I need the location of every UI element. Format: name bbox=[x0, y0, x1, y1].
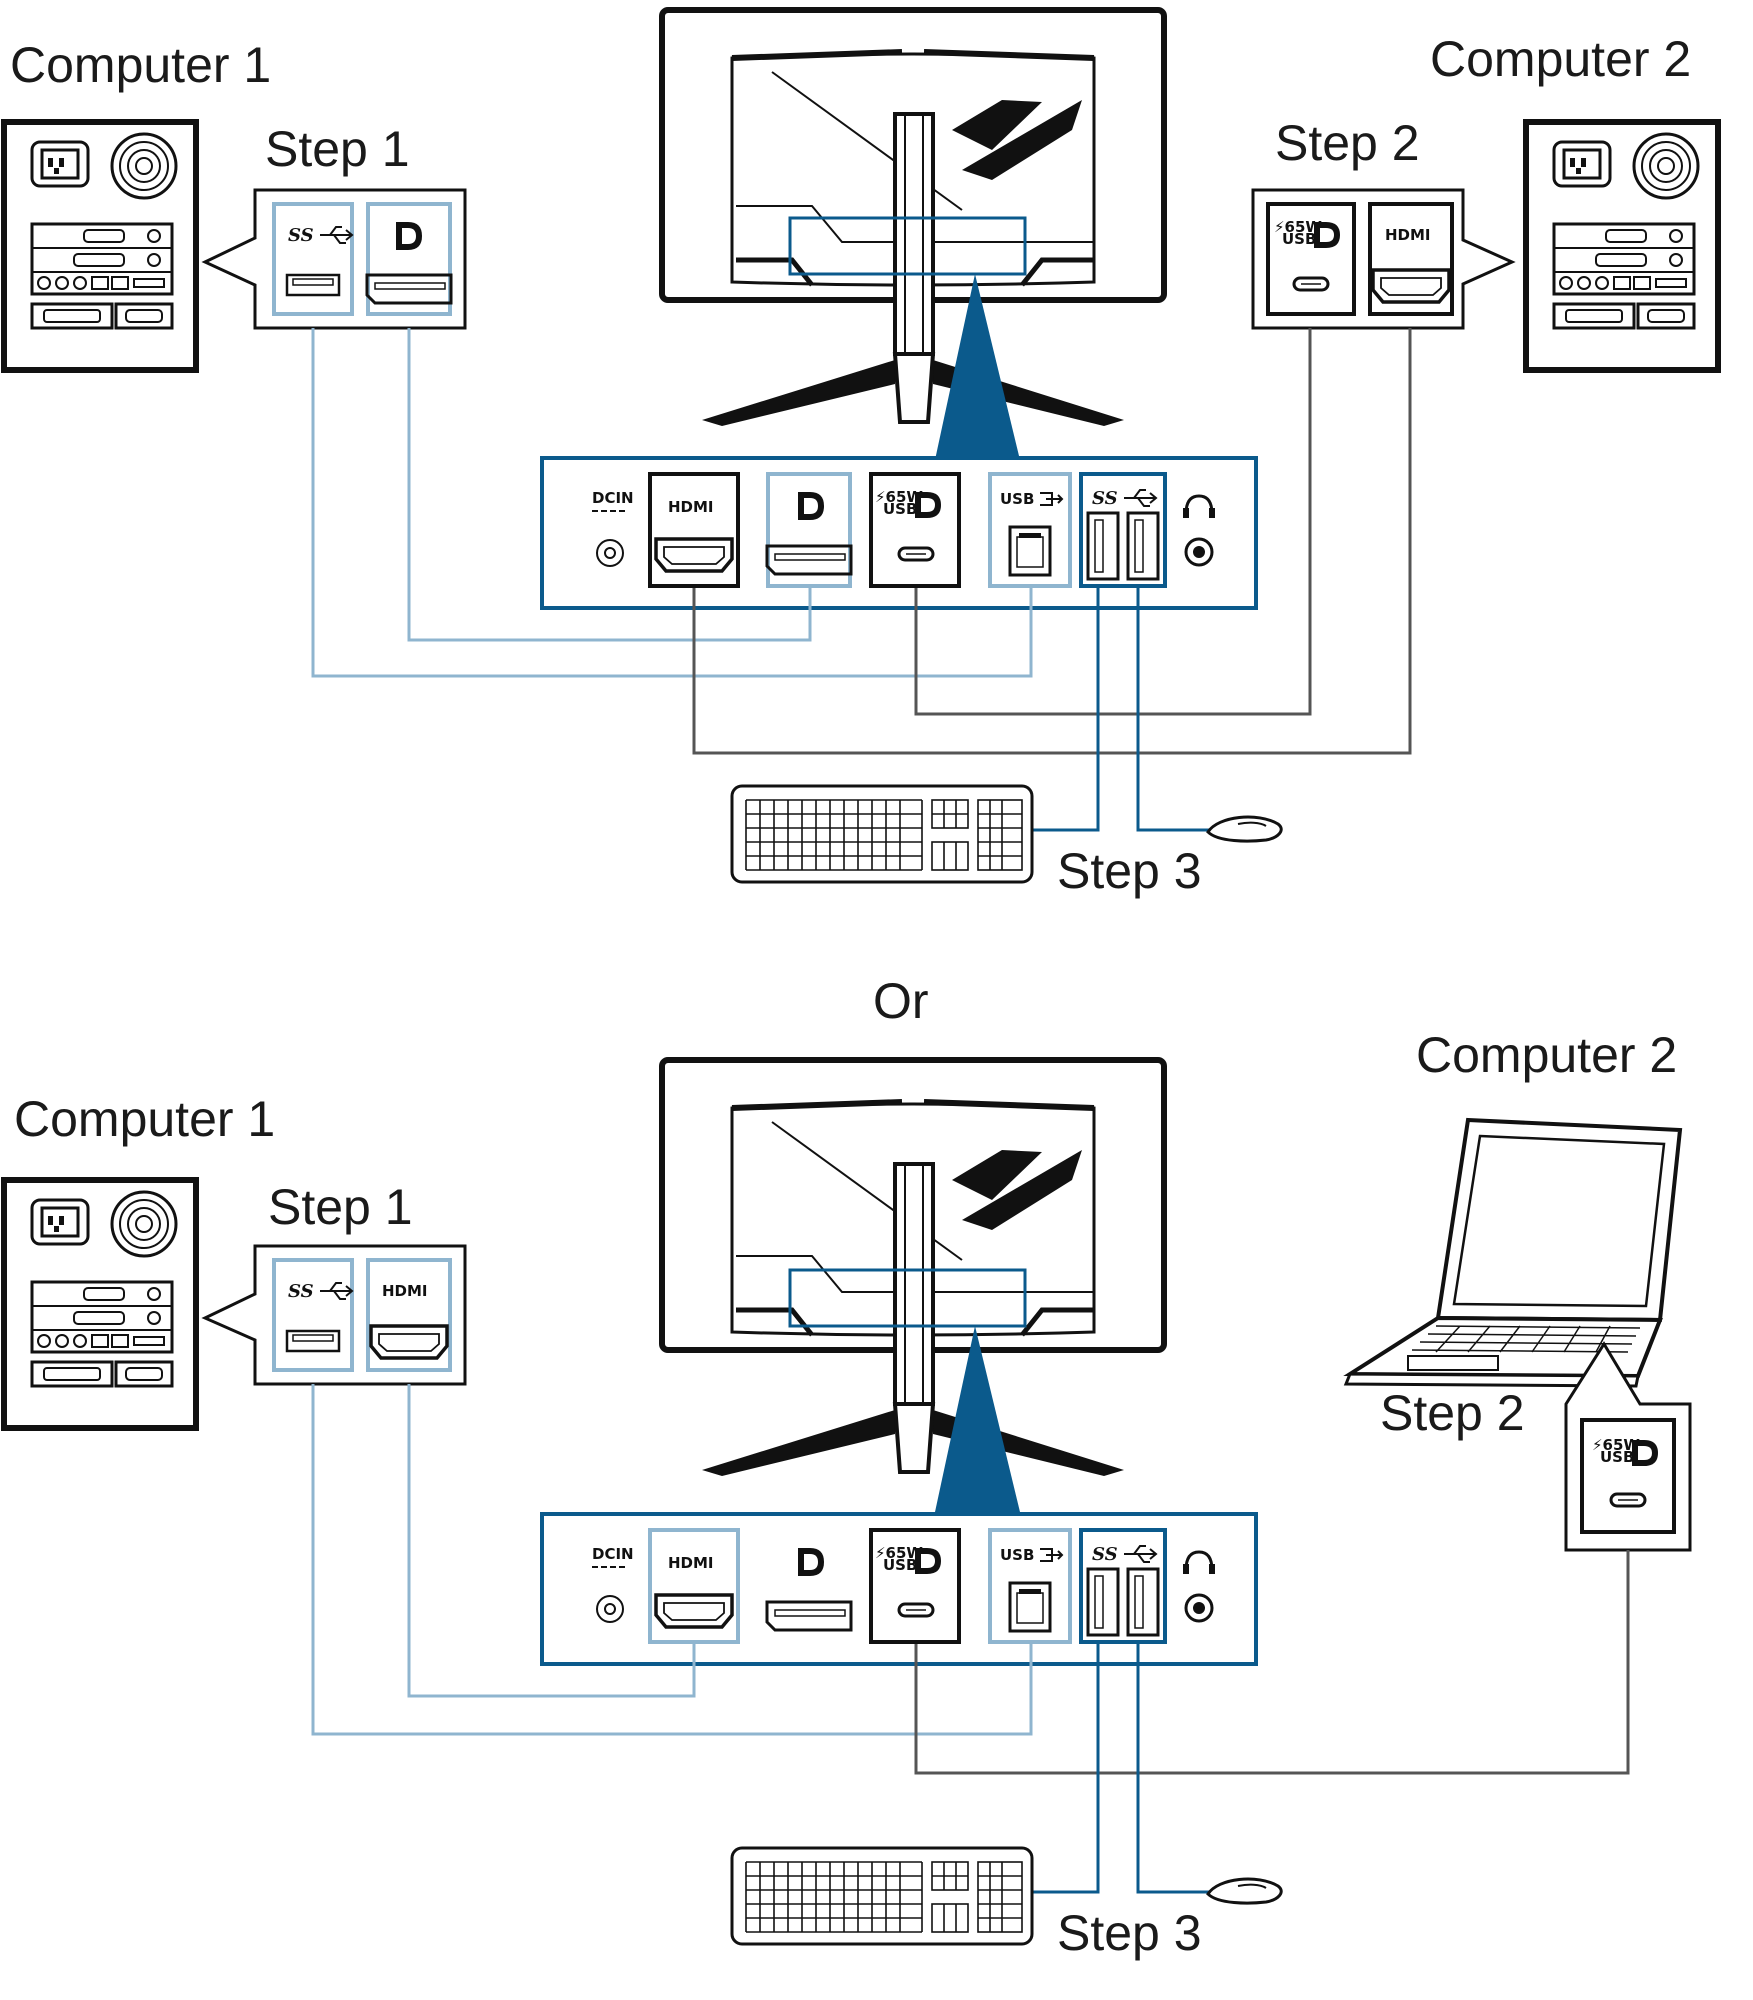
step3-label: Step 3 bbox=[1057, 1905, 1202, 1961]
headphone-icon bbox=[1184, 494, 1214, 515]
dcin-label: DCIN bbox=[592, 489, 634, 507]
desktop-computer-icon bbox=[4, 1180, 196, 1428]
hdmi-label: HDMI bbox=[1385, 226, 1431, 244]
desktop-computer-icon bbox=[1526, 122, 1718, 370]
computer2-label: Computer 2 bbox=[1430, 31, 1691, 87]
usb-c-dp-icon bbox=[875, 488, 941, 518]
usb-c-dp-icon bbox=[1274, 218, 1340, 248]
bottom-diagram: Computer 1 Computer 2 Step 1 Step 2 Step… bbox=[4, 1027, 1692, 1961]
computer1-label: Computer 1 bbox=[14, 1091, 275, 1147]
usb-port-icon bbox=[1086, 1567, 1120, 1637]
usb-port-icon bbox=[1126, 511, 1160, 581]
port-zoom-highlight bbox=[788, 216, 1027, 276]
computer1-label: Computer 1 bbox=[10, 37, 271, 93]
step2-label: Step 2 bbox=[1380, 1385, 1525, 1441]
step1-label: Step 1 bbox=[265, 121, 410, 177]
zoom-pointer bbox=[935, 274, 1020, 460]
displayport-icon bbox=[798, 1548, 824, 1576]
dc-in-icon bbox=[596, 1595, 624, 1623]
step1-label: Step 1 bbox=[268, 1179, 413, 1235]
dcin-label: DCIN bbox=[592, 1545, 634, 1563]
computer2-label: Computer 2 bbox=[1416, 1027, 1677, 1083]
usb-b-label: USB bbox=[1000, 1546, 1034, 1564]
step3-label: Step 3 bbox=[1057, 843, 1202, 899]
monitor-port-panel: DCIN HDMI USB bbox=[540, 1512, 1258, 1666]
step2-callout: HDMI bbox=[1251, 188, 1516, 330]
mouse-icon bbox=[1206, 815, 1283, 843]
monitor-port-panel: DCIN HDMI USB bbox=[540, 456, 1258, 610]
or-separator: Or bbox=[873, 973, 929, 1029]
keyboard-icon bbox=[730, 784, 1034, 884]
step1-callout: HDMI bbox=[201, 1244, 467, 1386]
dc-in-icon bbox=[596, 539, 624, 567]
usb-port-icon bbox=[1126, 1567, 1160, 1637]
hdmi-label: HDMI bbox=[668, 1554, 714, 1572]
cables bbox=[311, 1384, 1630, 1894]
usb-c-dp-icon bbox=[1592, 1436, 1658, 1466]
hdmi-label: HDMI bbox=[668, 498, 714, 516]
displayport-icon bbox=[396, 222, 422, 250]
hdmi-label: HDMI bbox=[382, 1282, 428, 1300]
headphone-icon bbox=[1184, 1550, 1214, 1571]
port-zoom-highlight bbox=[788, 1268, 1027, 1328]
keyboard-icon bbox=[730, 1846, 1034, 1946]
displayport-icon bbox=[798, 492, 824, 520]
step2-label: Step 2 bbox=[1275, 115, 1420, 171]
usb-upstream-icon bbox=[1040, 1548, 1064, 1562]
monitor-icon bbox=[662, 1060, 1164, 1476]
usb-c-dp-icon bbox=[875, 1544, 941, 1574]
usb-upstream-icon bbox=[1040, 492, 1064, 506]
mouse-icon bbox=[1206, 1877, 1283, 1905]
step1-callout bbox=[201, 188, 467, 330]
zoom-pointer bbox=[935, 1326, 1020, 1512]
desktop-computer-icon bbox=[4, 122, 196, 370]
usb-port-icon bbox=[1086, 511, 1120, 581]
top-diagram: Computer 1 Computer 2 Step 1 Step 2 Step… bbox=[4, 10, 1718, 899]
laptop-icon bbox=[1343, 1117, 1683, 1388]
cables bbox=[311, 328, 1412, 832]
step2-callout bbox=[1564, 1341, 1692, 1552]
usb-b-label: USB bbox=[1000, 490, 1034, 508]
